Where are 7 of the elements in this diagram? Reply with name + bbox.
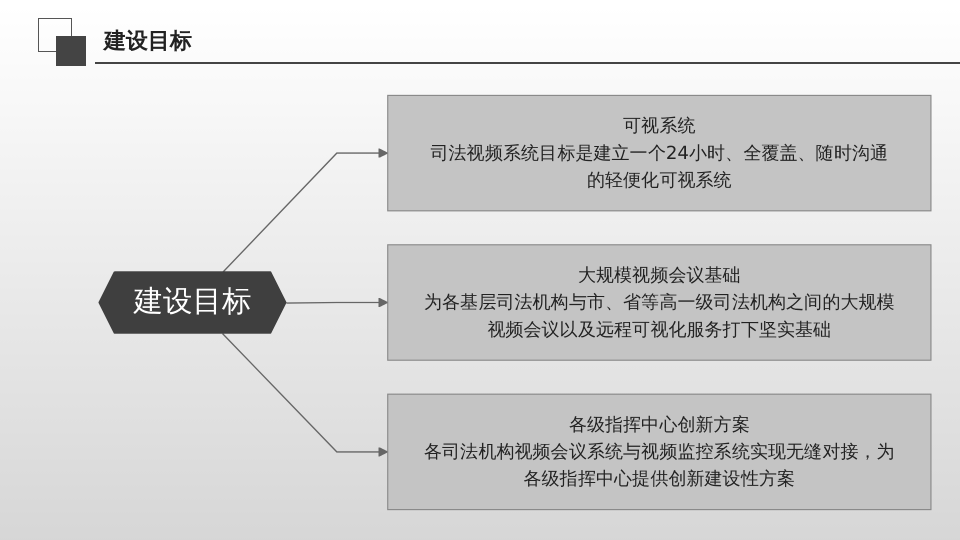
node-box: 可视系统 司法视频系统目标是建立一个24小时、全覆盖、随时沟通的轻便化可视系统 bbox=[387, 94, 932, 212]
arrow bbox=[286, 298, 388, 308]
arrow bbox=[222, 333, 388, 457]
node-box: 大规模视频会议基础 为各基层司法机构与市、省等高一级司法机构之间的大规模视频会议以及远程可视化服务打下坚实基础 bbox=[387, 244, 932, 361]
arrow bbox=[222, 148, 388, 273]
title: 建设目标 bbox=[104, 28, 192, 56]
node-box: 各级指挥中心创新方案 各司法机构视频会议系统与视频监控系统实现无缝对接，为各级指挥中心提供创新建设性方案 bbox=[387, 394, 932, 510]
